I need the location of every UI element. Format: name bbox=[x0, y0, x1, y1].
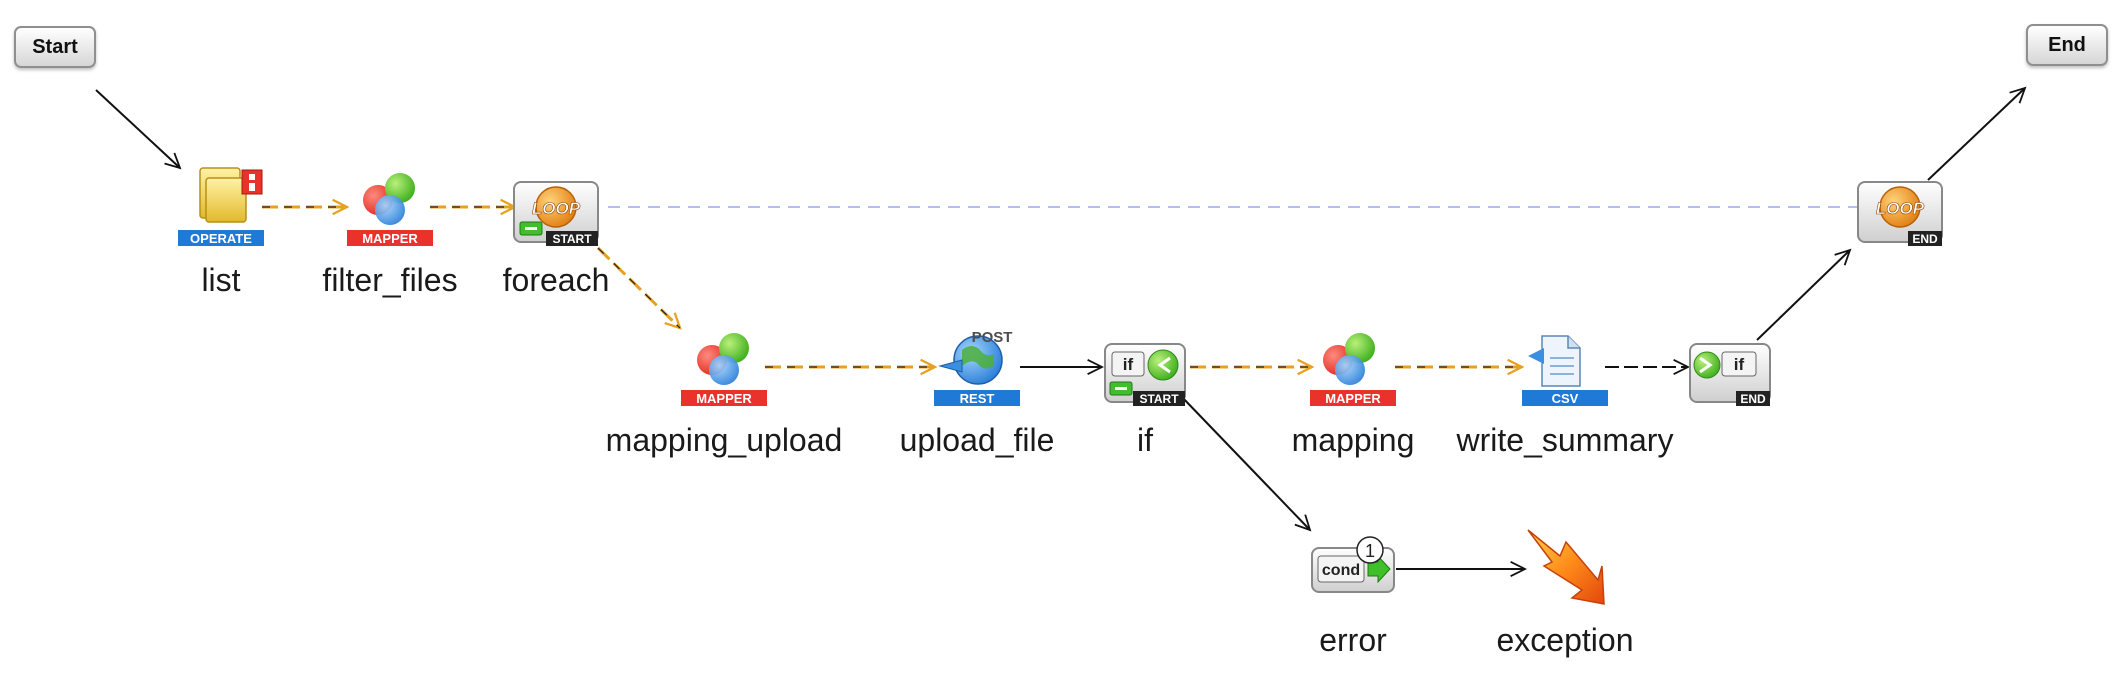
start-badge-text: START bbox=[1139, 392, 1179, 406]
node-exception[interactable] bbox=[1527, 529, 1605, 605]
connector-ifend-loopend bbox=[1756, 250, 1850, 341]
start-badge-text: START bbox=[552, 232, 592, 246]
node-mapping-upload[interactable]: MAPPER bbox=[681, 333, 767, 406]
csv-badge bbox=[1522, 390, 1608, 406]
label-mapping: mapping bbox=[1291, 422, 1415, 458]
mapper-badge bbox=[1310, 390, 1396, 406]
label-list: list bbox=[201, 262, 241, 298]
end-badge-text: END bbox=[1740, 392, 1766, 406]
start-badge bbox=[1133, 391, 1185, 406]
branch-merge-icon bbox=[1693, 351, 1721, 379]
mapper-icon bbox=[363, 173, 415, 225]
start-badge bbox=[546, 231, 598, 246]
node-error[interactable]: cond 1 bbox=[1311, 536, 1395, 593]
mapper-badge-text: MAPPER bbox=[1325, 391, 1381, 406]
exception-flame-icon bbox=[1527, 529, 1605, 605]
operate-badge bbox=[178, 230, 264, 246]
mapper-badge-text: MAPPER bbox=[696, 391, 752, 406]
end-badge bbox=[1736, 391, 1770, 406]
if-icon-text: if bbox=[1734, 355, 1745, 374]
end-node-button[interactable]: End bbox=[2026, 24, 2108, 66]
csv-file-icon bbox=[1528, 335, 1581, 387]
label-exception: exception bbox=[1496, 622, 1634, 658]
connector-start-list bbox=[95, 89, 180, 168]
order-badge-text: 1 bbox=[1365, 541, 1375, 561]
branch-icon bbox=[1147, 349, 1179, 381]
dataflow-connectors bbox=[262, 207, 1522, 367]
node-write-summary[interactable]: CSV bbox=[1522, 335, 1608, 406]
start-node-button[interactable]: Start bbox=[14, 26, 96, 68]
label-write-summary: write_summary bbox=[1456, 422, 1674, 458]
globe-icon bbox=[938, 335, 1003, 385]
node-if-start[interactable]: if START bbox=[1104, 343, 1186, 406]
loop-icon-text: LOOP bbox=[1876, 199, 1925, 218]
label-mapping-upload: mapping_upload bbox=[605, 422, 843, 458]
mapper-icon bbox=[697, 333, 749, 385]
connector-if-error bbox=[1179, 394, 1310, 530]
node-list[interactable]: OPERATE bbox=[178, 167, 264, 246]
node-loop-end[interactable]: LOOP END bbox=[1857, 181, 1943, 246]
folder-icon bbox=[199, 167, 263, 223]
label-upload-file: upload_file bbox=[899, 422, 1055, 458]
node-upload-file[interactable]: POST REST bbox=[934, 329, 1020, 406]
label-foreach: foreach bbox=[502, 262, 610, 298]
rest-badge-text: REST bbox=[960, 391, 995, 406]
mapper-icon bbox=[1323, 333, 1375, 385]
csv-badge-text: CSV bbox=[1552, 391, 1579, 406]
operate-badge-text: OPERATE bbox=[190, 231, 252, 246]
end-badge-text: END bbox=[1912, 232, 1938, 246]
rest-method-label: POST bbox=[972, 329, 1013, 346]
mapper-badge bbox=[681, 390, 767, 406]
end-badge bbox=[1908, 231, 1942, 246]
mapper-badge bbox=[347, 230, 433, 246]
node-filter-files[interactable]: MAPPER bbox=[347, 173, 433, 246]
loop-icon-text: LOOP bbox=[532, 199, 581, 218]
rest-badge bbox=[934, 390, 1020, 406]
loop-icon: LOOP bbox=[1876, 186, 1925, 228]
label-if: if bbox=[1137, 422, 1153, 458]
node-if-end[interactable]: if END bbox=[1689, 343, 1771, 406]
order-badge bbox=[1356, 536, 1384, 564]
loop-icon: LOOP bbox=[532, 186, 581, 228]
node-foreach[interactable]: LOOP START bbox=[513, 181, 599, 246]
node-mapping[interactable]: MAPPER bbox=[1310, 333, 1396, 406]
mapper-badge-text: MAPPER bbox=[362, 231, 418, 246]
cond-icon-text: cond bbox=[1322, 562, 1360, 579]
connector-loopend-end bbox=[1927, 88, 2025, 181]
label-filter-files: filter_files bbox=[322, 262, 458, 298]
label-error: error bbox=[1319, 622, 1387, 658]
if-icon-text: if bbox=[1123, 355, 1134, 374]
